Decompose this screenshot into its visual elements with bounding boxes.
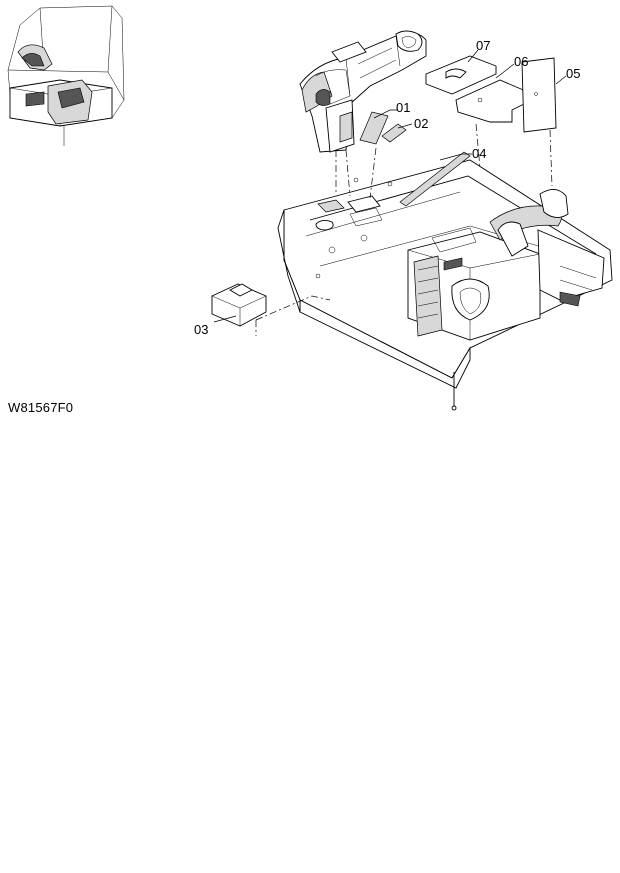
callout-01: 01 — [396, 100, 410, 115]
locator-thumbnail — [7, 5, 125, 146]
air-duct-assembly — [299, 30, 427, 153]
callout-04: 04 — [472, 146, 486, 161]
callout-03: 03 — [194, 322, 208, 337]
callout-05: 05 — [566, 66, 580, 81]
callout-06: 06 — [514, 54, 528, 69]
part-02-pad — [381, 123, 407, 143]
part-03-block — [211, 283, 267, 327]
part-05-panel — [521, 57, 557, 133]
assembly-centerlines — [255, 123, 553, 336]
callout-07: 07 — [476, 38, 490, 53]
part-04-strip — [399, 151, 471, 207]
part-01-pad — [359, 111, 389, 145]
callout-leaders — [213, 49, 567, 323]
part-07-plate — [425, 55, 497, 95]
callout-02: 02 — [414, 116, 428, 131]
heater-unit — [407, 189, 605, 341]
part-06-plate — [455, 79, 529, 123]
figure-code: W81567F0 — [8, 400, 74, 415]
